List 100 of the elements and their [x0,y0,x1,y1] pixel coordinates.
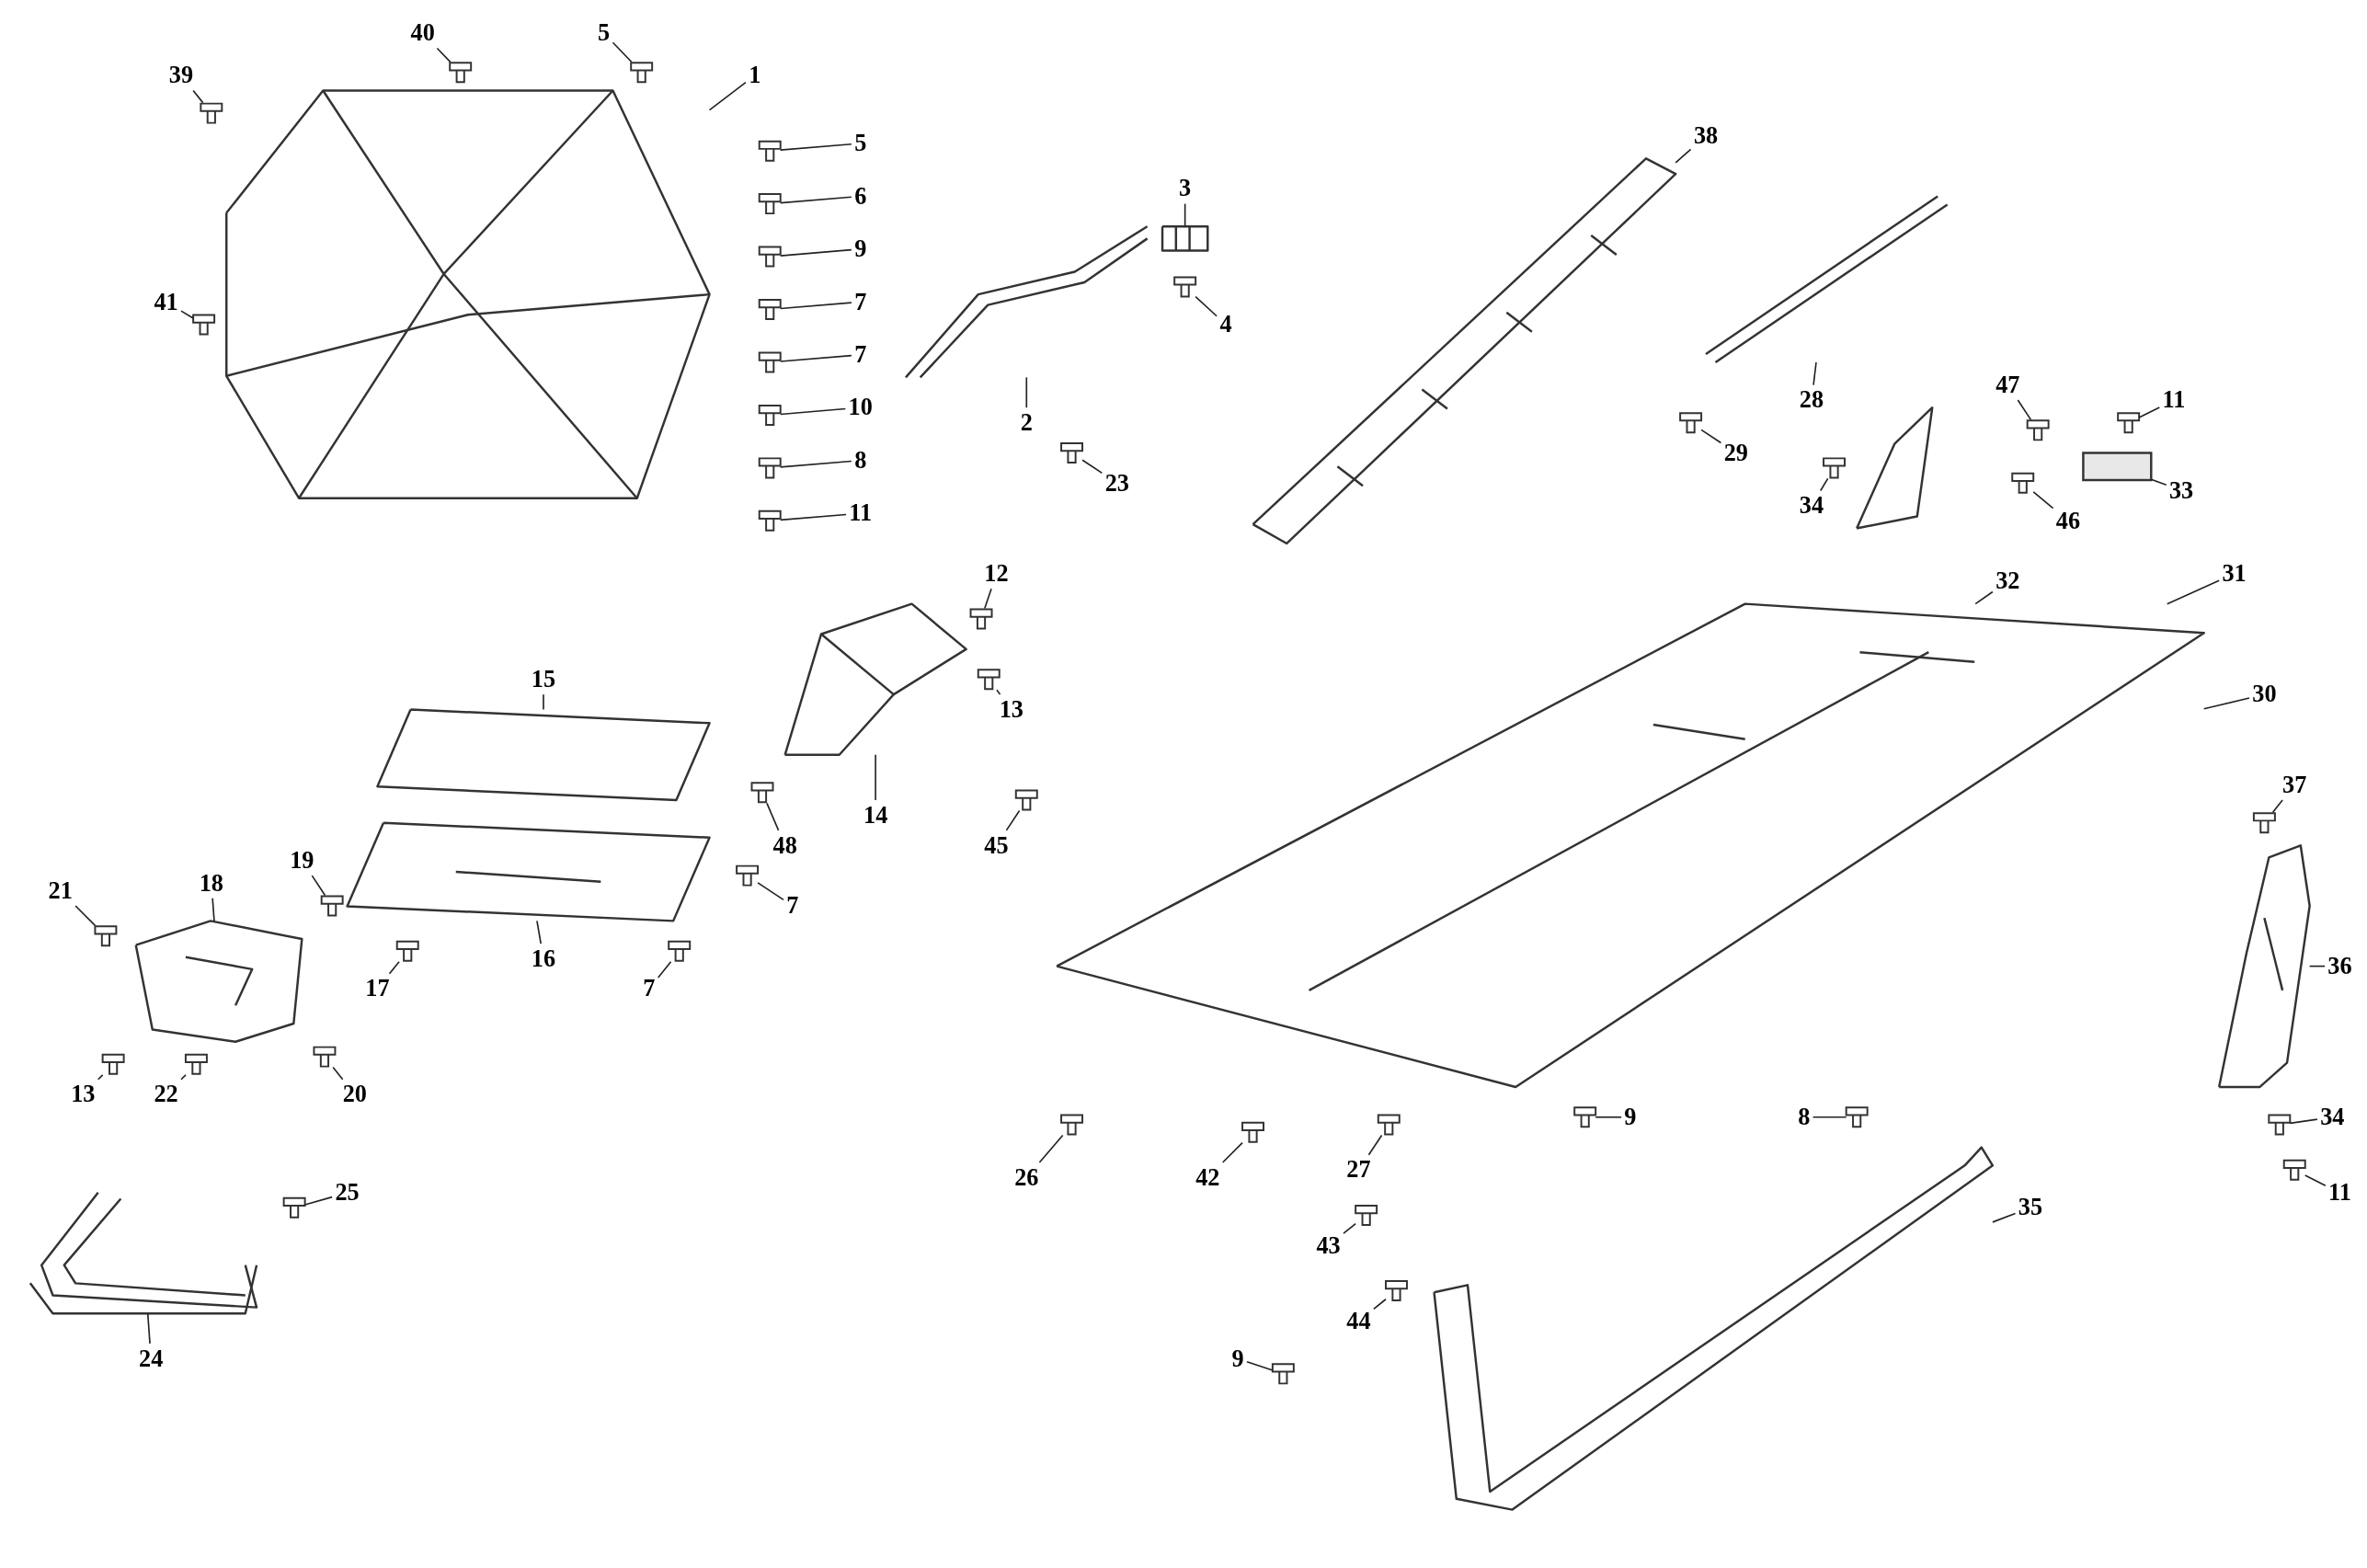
callout-number: 13 [999,695,1023,724]
leader-line [708,81,747,111]
callout-number: 31 [2222,560,2247,588]
callout-number: 45 [984,831,1009,860]
leader-line [779,143,852,151]
leader-line [192,89,204,104]
leader-line [779,302,852,310]
bolt-icon [395,940,419,962]
bolt-icon [758,509,782,532]
leader-line [766,802,780,831]
reflector-plate [2082,452,2153,482]
leader-line [1675,148,1692,164]
bolt-icon [2252,812,2276,834]
callout-number: 5 [854,130,867,157]
callout-number: 6 [854,182,867,211]
grip-drawing [1161,225,1209,252]
bolt-icon [2026,419,2050,441]
steering-post-drawing [905,225,1149,379]
callout-number: 30 [2252,681,2277,708]
leader-line [779,354,852,362]
callout-number: 33 [2169,476,2194,505]
bolt-icon [94,925,118,947]
bolt-icon [2268,1114,2292,1136]
bolt-icon [1241,1121,1264,1143]
callout-number: 34 [1799,492,1824,520]
leader-line [984,588,992,610]
callout-number: 11 [2162,386,2186,414]
callout-number: 24 [139,1345,164,1373]
callout-number: 9 [854,235,867,263]
leader-line [303,1196,333,1206]
rear-bumper-drawing [1433,1146,1995,1511]
leader-line [779,460,852,468]
callout-number: 15 [531,665,556,693]
leader-line [2138,406,2161,418]
callout-number: 10 [848,394,873,421]
callout-number: 11 [849,499,873,527]
callout-number: 29 [1723,439,1748,467]
callout-number: 14 [863,801,888,830]
leader-line [1184,202,1186,228]
callout-number: 42 [1195,1163,1220,1192]
callout-number: 28 [1799,386,1824,414]
bumper-mount-drawing [134,920,303,1043]
callout-number: 7 [786,892,799,920]
leader-line [779,248,852,257]
callout-number: 43 [1316,1231,1341,1260]
callout-number: 9 [1231,1345,1244,1373]
callout-number: 37 [2282,771,2307,799]
leader-line [996,689,1001,695]
callout-number: 7 [643,975,656,1002]
callout-number: 40 [410,19,435,47]
callout-number: 8 [854,446,867,475]
bolt-icon [1845,1106,1869,1128]
bolt-icon [758,299,782,320]
callout-number: 34 [2320,1104,2345,1131]
callout-number: 48 [772,831,797,860]
callout-number: 47 [1995,371,2020,399]
skid-plate-drawing [376,708,711,802]
leader-line [2166,579,2220,605]
skid-plate-drawing [346,821,711,922]
bolt-icon [449,62,473,84]
callout-number: 21 [48,876,73,905]
bolt-icon [101,1053,125,1075]
leader-line [875,753,876,801]
callout-number: 26 [1014,1163,1039,1192]
bolt-icon [969,608,993,630]
leader-line [2017,399,2032,421]
front-bumper-drawing [29,1192,258,1315]
bolt-icon [282,1196,306,1219]
leader-line [2304,1174,2327,1186]
callout-number: 22 [154,1081,178,1108]
bolt-icon [192,314,216,336]
callout-number: 35 [2018,1194,2043,1222]
callout-number: 41 [154,288,178,316]
leader-line [1373,1298,1387,1310]
leader-line [1819,477,1829,492]
bolt-icon [2011,472,2035,494]
callout-number: 36 [2327,952,2352,980]
bolt-icon [320,895,344,917]
callout-number: 5 [598,19,611,47]
bolt-icon [313,1046,337,1068]
callout-number: 12 [984,560,1009,588]
leader-line [2289,1118,2318,1125]
leader-line [436,47,452,63]
bolt-icon [1377,1114,1401,1136]
leader-line [2032,491,2054,509]
bolt-icon [1573,1106,1597,1128]
bolt-icon [1173,276,1197,298]
bolt-icon [977,669,1001,691]
callout-number: 3 [1179,175,1192,202]
callout-number: 27 [1346,1156,1371,1184]
leader-line [332,1066,344,1081]
bolt-icon [2117,412,2141,434]
bolt-icon [1060,442,1083,464]
callout-number: 39 [168,62,194,89]
trim-strip-drawing [1705,195,1949,363]
leader-line [1195,295,1218,317]
callout-number: 11 [2328,1179,2351,1207]
leader-line [97,1074,104,1081]
bolt-icon [1679,412,1703,434]
leader-line [1700,429,1722,444]
